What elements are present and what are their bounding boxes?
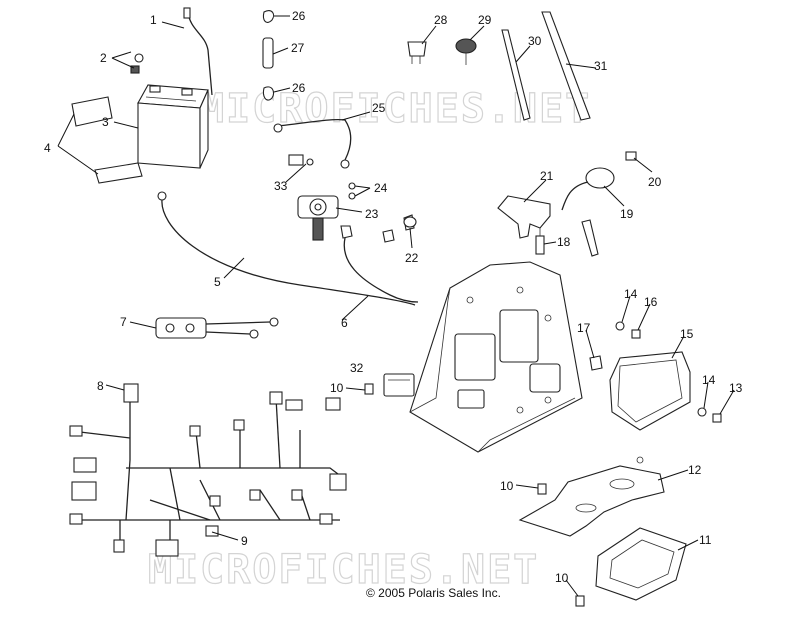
starter-cable	[343, 237, 419, 303]
callout-7: 7	[120, 315, 127, 329]
cable-terminal	[340, 225, 353, 239]
nut-17	[589, 355, 603, 371]
callout-4: 4	[44, 141, 51, 155]
callouts: 1 2 3 4 5 6 7 8 9 10 10 10 11 12 13 14 1…	[44, 9, 743, 585]
bolt-20	[625, 151, 637, 161]
bolt-13	[712, 413, 722, 423]
cable-terminal	[273, 123, 283, 133]
washer-14	[615, 321, 625, 331]
battery-strap-clips	[262, 10, 275, 101]
harness-sleeve-30	[501, 29, 531, 121]
callout-24: 24	[374, 181, 388, 195]
callout-16: 16	[644, 295, 658, 309]
callout-10a: 10	[330, 381, 344, 395]
coil-19	[561, 167, 615, 257]
callout-3: 3	[102, 115, 109, 129]
bolt-10b	[364, 383, 374, 395]
mounting-panel	[409, 261, 583, 453]
cable-terminal	[382, 229, 395, 243]
callout-1: 1	[150, 13, 157, 27]
watermark-bottom: MICROFICHES.NET	[148, 547, 539, 593]
callout-32: 32	[350, 361, 364, 375]
callout-20: 20	[648, 175, 662, 189]
callout-29: 29	[478, 13, 492, 27]
ground-cable-7	[155, 317, 279, 339]
callout-5: 5	[214, 275, 221, 289]
cable-terminal	[157, 191, 167, 201]
battery-decals	[71, 96, 143, 184]
mount-bracket	[497, 195, 551, 239]
callout-8: 8	[97, 379, 104, 393]
callout-23: 23	[365, 207, 379, 221]
watermark-top: MICROFICHES.NET	[200, 86, 591, 132]
leader-lines	[57, 15, 735, 597]
wiring-harness	[69, 383, 347, 557]
cable-terminal	[340, 159, 350, 169]
harness-sleeve-31	[541, 11, 591, 121]
connector-29	[455, 38, 477, 65]
control-module-11	[595, 527, 687, 601]
callout-27: 27	[291, 41, 305, 55]
callout-14b: 14	[702, 373, 716, 387]
relay-32	[383, 373, 415, 397]
callout-10b: 10	[500, 479, 514, 493]
callout-19: 19	[620, 207, 634, 221]
sensor-18	[535, 228, 545, 255]
callout-6: 6	[341, 316, 348, 330]
callout-21: 21	[540, 169, 554, 183]
callout-2: 2	[100, 51, 107, 65]
callout-18: 18	[557, 235, 571, 249]
starter-solenoid	[288, 154, 415, 241]
callout-14a: 14	[624, 287, 638, 301]
callout-26a: 26	[292, 9, 306, 23]
bolt-10a	[537, 483, 547, 495]
callout-12: 12	[688, 463, 702, 477]
connector-28	[407, 41, 427, 64]
callout-17: 17	[577, 321, 591, 335]
callout-13: 13	[729, 381, 743, 395]
callout-22: 22	[405, 251, 419, 265]
vent-tube	[187, 11, 213, 96]
callout-25: 25	[372, 101, 386, 115]
callout-15: 15	[680, 327, 694, 341]
callout-28: 28	[434, 13, 448, 27]
battery-bolts	[130, 53, 144, 74]
grommet-22	[403, 216, 417, 228]
bolt-16	[631, 329, 641, 339]
copyright-notice: © 2005 Polaris Sales Inc.	[366, 586, 501, 600]
callout-31: 31	[594, 59, 608, 73]
vent-tube-end	[183, 7, 191, 19]
callout-26b: 26	[292, 81, 306, 95]
callout-30: 30	[528, 34, 542, 48]
callout-11: 11	[699, 533, 712, 547]
washer-14b	[697, 407, 707, 417]
bracket-plate-12	[518, 456, 665, 537]
negative-cable	[161, 199, 416, 306]
battery	[137, 84, 209, 169]
positive-cable	[277, 118, 352, 161]
callout-10c: 10	[555, 571, 569, 585]
callout-9: 9	[241, 534, 248, 548]
control-module-15	[609, 351, 691, 431]
bolt-10c	[575, 595, 585, 607]
callout-33: 33	[274, 179, 288, 193]
